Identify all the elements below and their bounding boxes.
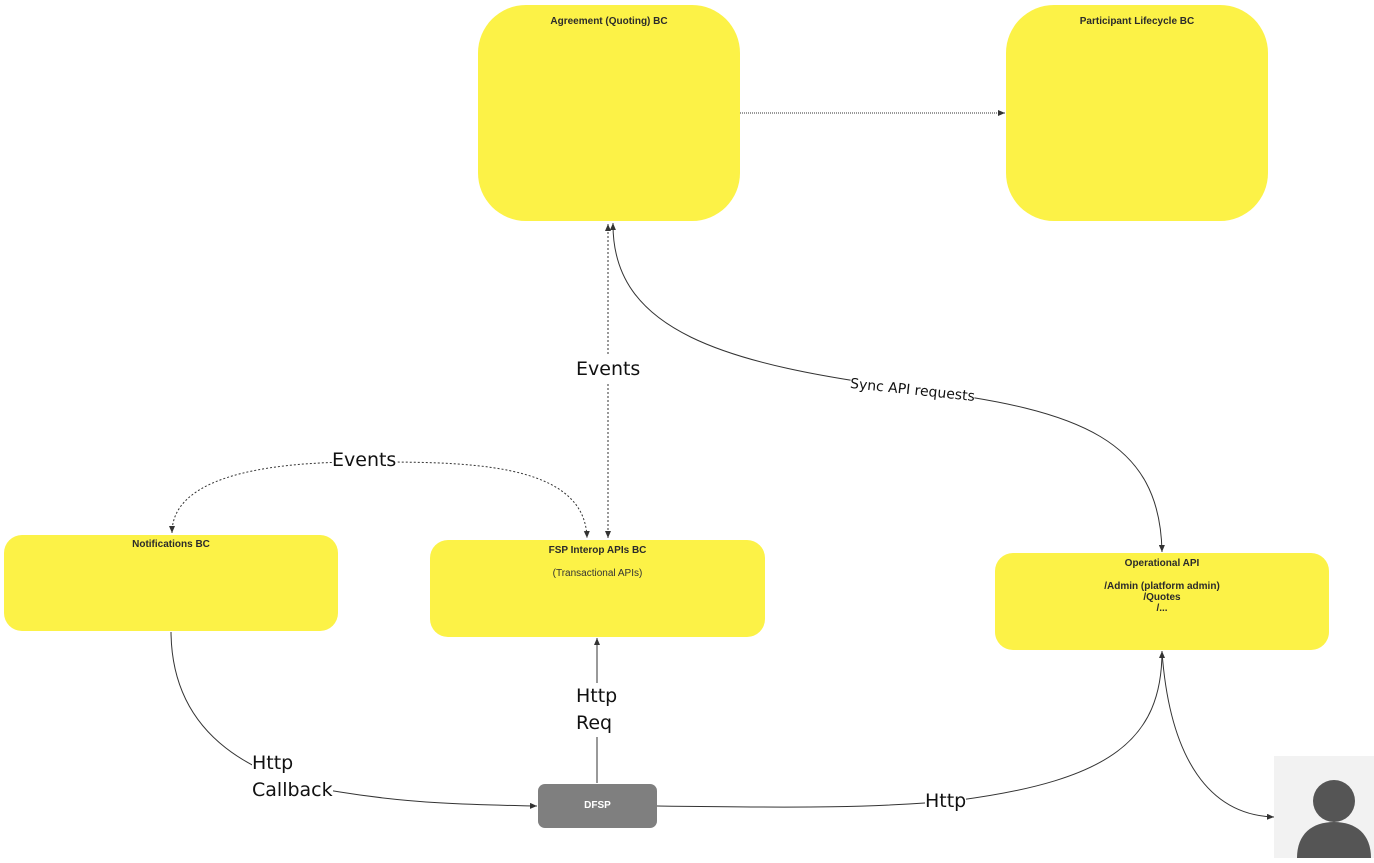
agreement-bc-box[interactable]: Agreement (Quoting) BC bbox=[478, 5, 740, 221]
user-actor[interactable] bbox=[1274, 756, 1374, 858]
agreement-bc-title: Agreement (Quoting) BC bbox=[550, 16, 668, 27]
edge-http-callback bbox=[170, 631, 538, 809]
label-http: Http bbox=[925, 788, 967, 815]
label-http-callback: Http Callback bbox=[252, 750, 333, 804]
edge-operational-to-actor bbox=[1161, 651, 1275, 820]
participant-lifecycle-bc-box[interactable]: Participant Lifecycle BC bbox=[1006, 5, 1268, 221]
edge-events-horizontal bbox=[169, 461, 590, 539]
label-events-horizontal: Events bbox=[332, 447, 397, 474]
operational-api-title: Operational API bbox=[1124, 558, 1200, 569]
operational-api-box[interactable]: Operational API /Admin (platform admin) … bbox=[995, 553, 1329, 650]
operational-api-endpoint-more: /... bbox=[1156, 603, 1168, 614]
user-icon bbox=[1297, 780, 1371, 858]
operational-api-endpoints: /Admin (platform admin) /Quotes /... bbox=[995, 581, 1329, 614]
dfsp-box[interactable]: DFSP bbox=[538, 784, 657, 828]
notifications-bc-box[interactable]: Notifications BC bbox=[4, 535, 338, 631]
edge-http bbox=[656, 650, 1165, 808]
fsp-interop-apis-bc-subtitle: (Transactional APIs) bbox=[552, 568, 643, 579]
fsp-interop-apis-bc-title: FSP Interop APIs BC bbox=[548, 545, 647, 556]
operational-api-endpoint-quotes: /Quotes bbox=[1143, 592, 1181, 603]
dfsp-title: DFSP bbox=[584, 800, 611, 811]
notifications-bc-title: Notifications BC bbox=[132, 539, 210, 550]
label-http-req: Http Req bbox=[576, 683, 618, 737]
label-events-vertical: Events bbox=[576, 356, 641, 383]
participant-lifecycle-bc-title: Participant Lifecycle BC bbox=[1079, 16, 1195, 27]
operational-api-endpoint-admin: /Admin (platform admin) bbox=[1104, 581, 1220, 592]
fsp-interop-apis-bc-box[interactable]: FSP Interop APIs BC (Transactional APIs) bbox=[430, 540, 765, 637]
